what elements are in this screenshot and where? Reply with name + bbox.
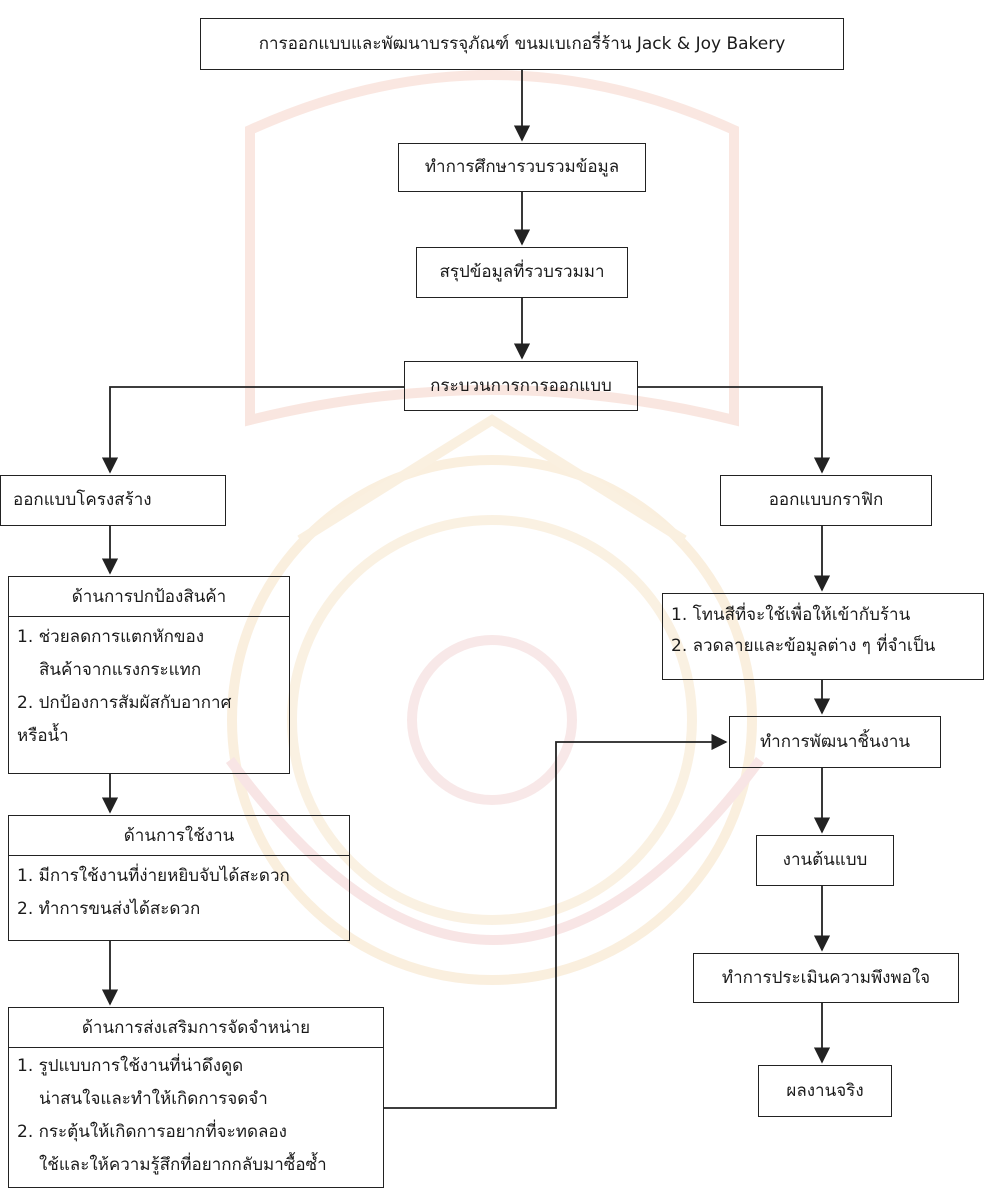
- usage-line: 2. ทำการขนส่งได้สะดวก: [17, 899, 201, 919]
- usage-title: ด้านการใช้งาน: [9, 816, 349, 856]
- evaluate-box: ทำการประเมินความพึงพอใจ: [693, 953, 959, 1003]
- usage-line: 1. มีการใช้งานที่ง่ายหยิบจับได้สะดวก: [17, 866, 290, 886]
- title-box: การออกแบบและพัฒนาบรรจุภัณฑ์ ขนมเบเกอรี่ร…: [200, 18, 844, 70]
- prototype-text: งานต้นแบบ: [782, 850, 868, 871]
- graphic-list-line: 1. โทนสีที่จะใช้เพื่อให้เข้ากับร้าน: [671, 605, 911, 625]
- protection-line: 1. ช่วยลดการแตกหักของ: [17, 627, 205, 647]
- promotion-line: 1. รูปแบบการใช้งานที่น่าดึงดูด: [17, 1056, 244, 1076]
- summary-box: สรุปข้อมูลที่รวบรวมมา: [416, 247, 628, 298]
- promotion-title: ด้านการส่งเสริมการจัดจำหน่าย: [9, 1008, 383, 1048]
- develop-text: ทำการพัฒนาชิ้นงาน: [759, 731, 911, 752]
- graphic-list-line: 2. ลวดลายและข้อมูลต่าง ๆ ที่จำเป็น: [671, 636, 936, 656]
- title-text: การออกแบบและพัฒนาบรรจุภัณฑ์ ขนมเบเกอรี่ร…: [258, 33, 786, 54]
- result-box: ผลงานจริง: [758, 1065, 892, 1117]
- graphic-design-box: ออกแบบกราฟิก: [720, 475, 932, 526]
- usage-box: ด้านการใช้งาน 1. มีการใช้งานที่ง่ายหยิบจ…: [8, 815, 350, 941]
- protection-line: 2. ปกป้องการสัมผัสกับอากาศ: [17, 693, 232, 713]
- graphic-list-box: 1. โทนสีที่จะใช้เพื่อให้เข้ากับร้าน 2. ล…: [662, 593, 984, 680]
- protection-title: ด้านการปกป้องสินค้า: [9, 577, 289, 617]
- study-text: ทำการศึกษารวบรวมข้อมูล: [424, 157, 620, 178]
- protection-line: สินค้าจากแรงกระแทก: [39, 660, 202, 680]
- protection-box: ด้านการปกป้องสินค้า 1. ช่วยลดการแตกหักขอ…: [8, 576, 290, 774]
- summary-text: สรุปข้อมูลที่รวบรวมมา: [439, 262, 605, 283]
- promotion-line: ใช้และให้ความรู้สึกที่อยากกลับมาซื้อซ้ำ: [39, 1155, 327, 1175]
- design-process-box: กระบวนการการออกแบบ: [404, 361, 638, 411]
- prototype-box: งานต้นแบบ: [756, 835, 894, 886]
- arrow-process-to-graphic: [638, 386, 831, 474]
- structure-design-text: ออกแบบโครงสร้าง: [13, 490, 152, 511]
- protection-body: 1. ช่วยลดการแตกหักของ สินค้าจากแรงกระแทก…: [9, 617, 289, 757]
- protection-line: หรือน้ำ: [17, 726, 69, 746]
- promotion-line: น่าสนใจและทำให้เกิดการจดจำ: [39, 1089, 268, 1109]
- design-process-text: กระบวนการการออกแบบ: [430, 375, 612, 396]
- arrow-promotion-to-develop: [384, 733, 728, 1109]
- promotion-line: 2. กระตุ้นให้เกิดการอยากที่จะทดลอง: [17, 1122, 287, 1142]
- evaluate-text: ทำการประเมินความพึงพอใจ: [721, 967, 931, 988]
- usage-body: 1. มีการใช้งานที่ง่ายหยิบจับได้สะดวก 2. …: [9, 856, 349, 930]
- structure-design-box: ออกแบบโครงสร้าง: [0, 475, 226, 526]
- arrow-process-to-structure: [101, 386, 404, 474]
- promotion-box: ด้านการส่งเสริมการจัดจำหน่าย 1. รูปแบบกา…: [8, 1007, 384, 1188]
- develop-box: ทำการพัฒนาชิ้นงาน: [729, 716, 941, 768]
- result-text: ผลงานจริง: [786, 1080, 864, 1101]
- graphic-design-text: ออกแบบกราฟิก: [768, 490, 884, 511]
- study-box: ทำการศึกษารวบรวมข้อมูล: [398, 143, 646, 192]
- promotion-body: 1. รูปแบบการใช้งานที่น่าดึงดูด น่าสนใจแล…: [9, 1048, 383, 1186]
